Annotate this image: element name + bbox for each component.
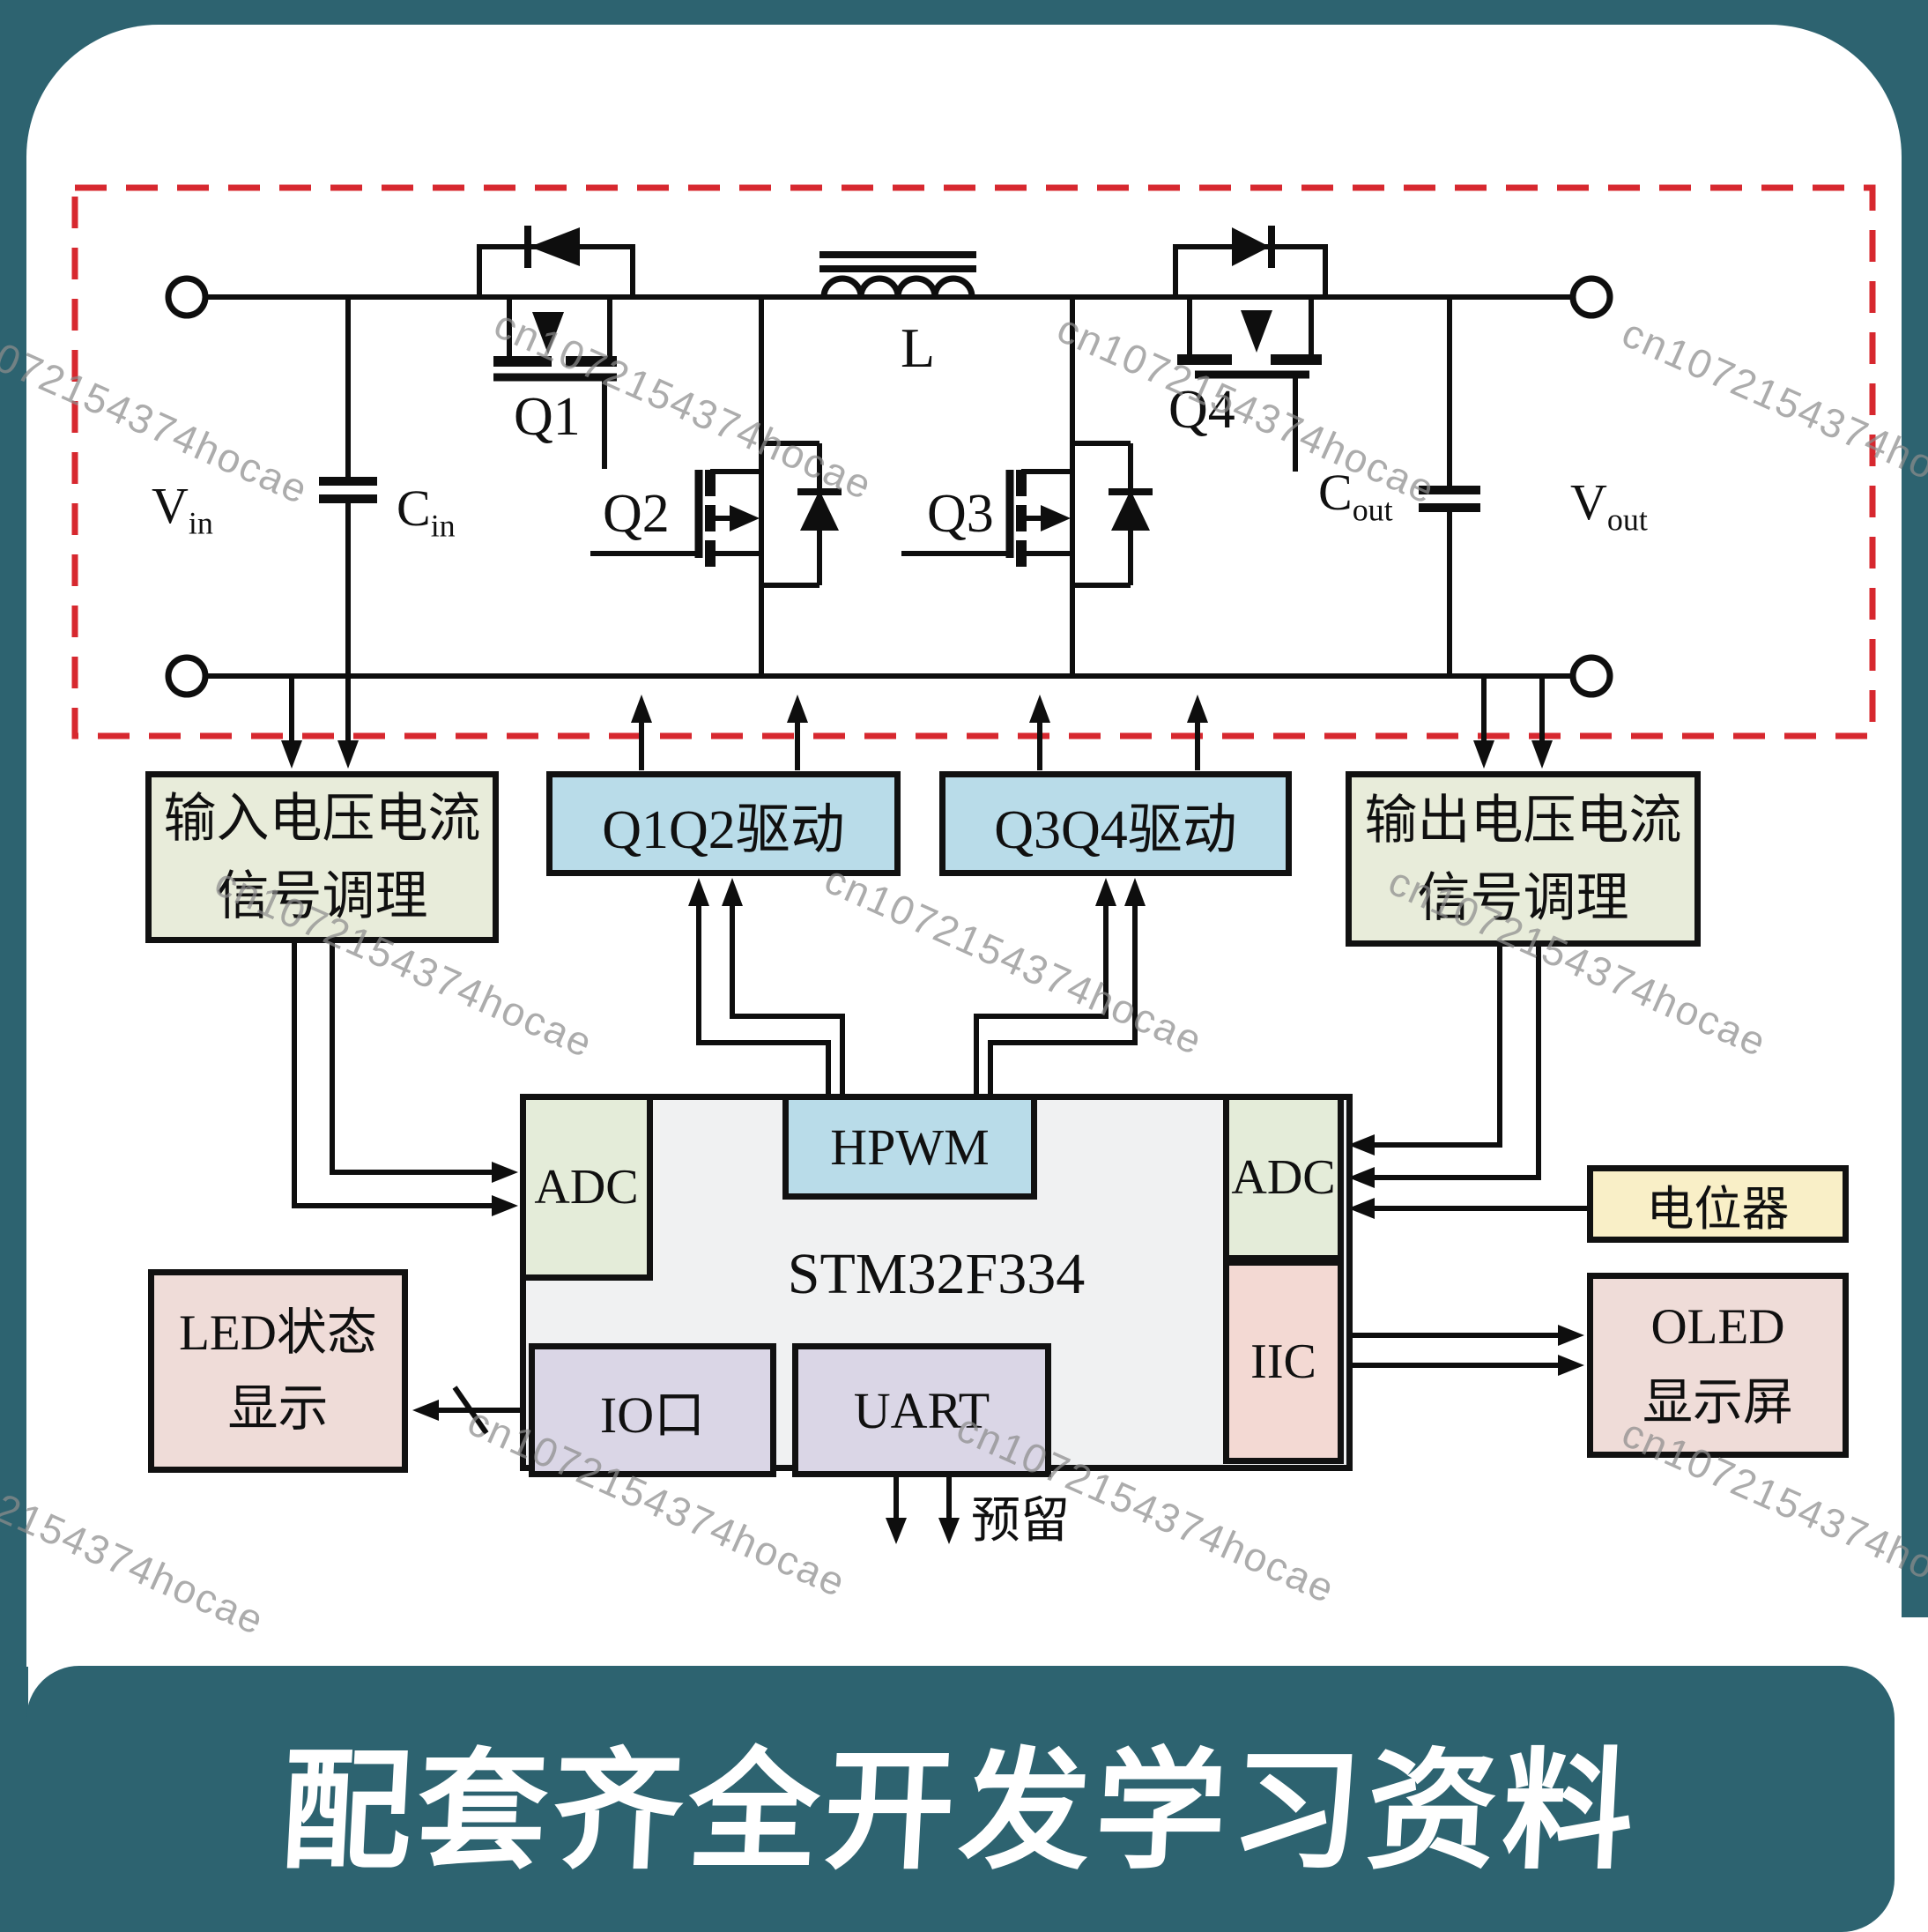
io-port-label: IO口 bbox=[599, 1386, 706, 1444]
vin-sub: in bbox=[188, 505, 213, 541]
bottom-banner: 配套齐全开发学习资料 bbox=[26, 1666, 1895, 1932]
output-conditioning-line1: 输出电压电流 bbox=[1364, 791, 1682, 850]
potentiometer-label: 电位器 bbox=[1646, 1182, 1790, 1236]
iic-label: IIC bbox=[1250, 1334, 1316, 1389]
vout-base: V bbox=[1570, 473, 1607, 531]
cout-sub: out bbox=[1352, 492, 1393, 528]
power-stage-dashed-outline bbox=[71, 184, 1876, 739]
q4-label: Q4 bbox=[1168, 380, 1235, 440]
vin-label: Vin bbox=[152, 476, 213, 542]
vout-label: Vout bbox=[1570, 472, 1648, 539]
input-conditioning-block: 输入电压电流 信号调理 bbox=[145, 771, 499, 943]
input-conditioning-line1: 输入电压电流 bbox=[163, 789, 481, 848]
input-conditioning-line2: 信号调理 bbox=[216, 866, 428, 925]
cout-label: Cout bbox=[1318, 463, 1393, 529]
q1q2-driver-block: Q1Q2驱动 bbox=[546, 771, 901, 876]
uart-label: UART bbox=[853, 1381, 990, 1439]
adc-right-block: ADC bbox=[1223, 1094, 1344, 1261]
output-conditioning-block: 输出电压电流 信号调理 bbox=[1346, 771, 1701, 947]
iic-block: IIC bbox=[1223, 1260, 1344, 1464]
cin-sub: in bbox=[430, 508, 456, 544]
reserved-label: 预留 bbox=[971, 1494, 1070, 1549]
mcu-label: STM32F334 bbox=[787, 1242, 1086, 1306]
oled-display-line2: 显示屏 bbox=[1643, 1375, 1793, 1430]
cin-base: C bbox=[397, 479, 431, 537]
adc-right-label: ADC bbox=[1231, 1150, 1336, 1205]
adc-left-block: ADC bbox=[520, 1094, 653, 1281]
oled-display-block: OLED 显示屏 bbox=[1587, 1273, 1849, 1458]
oled-display-line1: OLED bbox=[1650, 1299, 1785, 1355]
vout-sub: out bbox=[1606, 502, 1648, 538]
adc-left-label: ADC bbox=[534, 1160, 639, 1215]
led-status-line1: LED状态 bbox=[179, 1304, 377, 1361]
potentiometer-block: 电位器 bbox=[1587, 1165, 1849, 1243]
q1-label: Q1 bbox=[514, 387, 581, 447]
hpwm-label: HPWM bbox=[830, 1118, 990, 1176]
q3q4-driver-label: Q3Q4驱动 bbox=[994, 799, 1237, 860]
arrowheads-and-diodes bbox=[281, 227, 1584, 1544]
led-status-block: LED状态 显示 bbox=[148, 1269, 408, 1473]
inductor-label: L bbox=[901, 316, 936, 379]
wires bbox=[205, 244, 1587, 1520]
q2-label: Q2 bbox=[603, 484, 670, 544]
uart-block: UART bbox=[792, 1343, 1051, 1477]
led-status-line2: 显示 bbox=[227, 1380, 329, 1437]
io-port-block: IO口 bbox=[529, 1343, 776, 1477]
cin-label: Cin bbox=[397, 479, 456, 545]
q1q2-driver-label: Q1Q2驱动 bbox=[602, 799, 845, 860]
banner-text: 配套齐全开发学习资料 bbox=[277, 1738, 1643, 1884]
terminal-circles bbox=[165, 275, 1613, 698]
vin-base: V bbox=[152, 477, 189, 534]
teal-left-strip bbox=[0, 0, 28, 1932]
output-conditioning-line2: 信号调理 bbox=[1417, 868, 1629, 927]
q3-label: Q3 bbox=[927, 484, 994, 544]
component-bars bbox=[319, 226, 1480, 567]
q3q4-driver-block: Q3Q4驱动 bbox=[939, 771, 1292, 876]
hpwm-block: HPWM bbox=[782, 1094, 1037, 1200]
cout-base: C bbox=[1318, 464, 1353, 521]
